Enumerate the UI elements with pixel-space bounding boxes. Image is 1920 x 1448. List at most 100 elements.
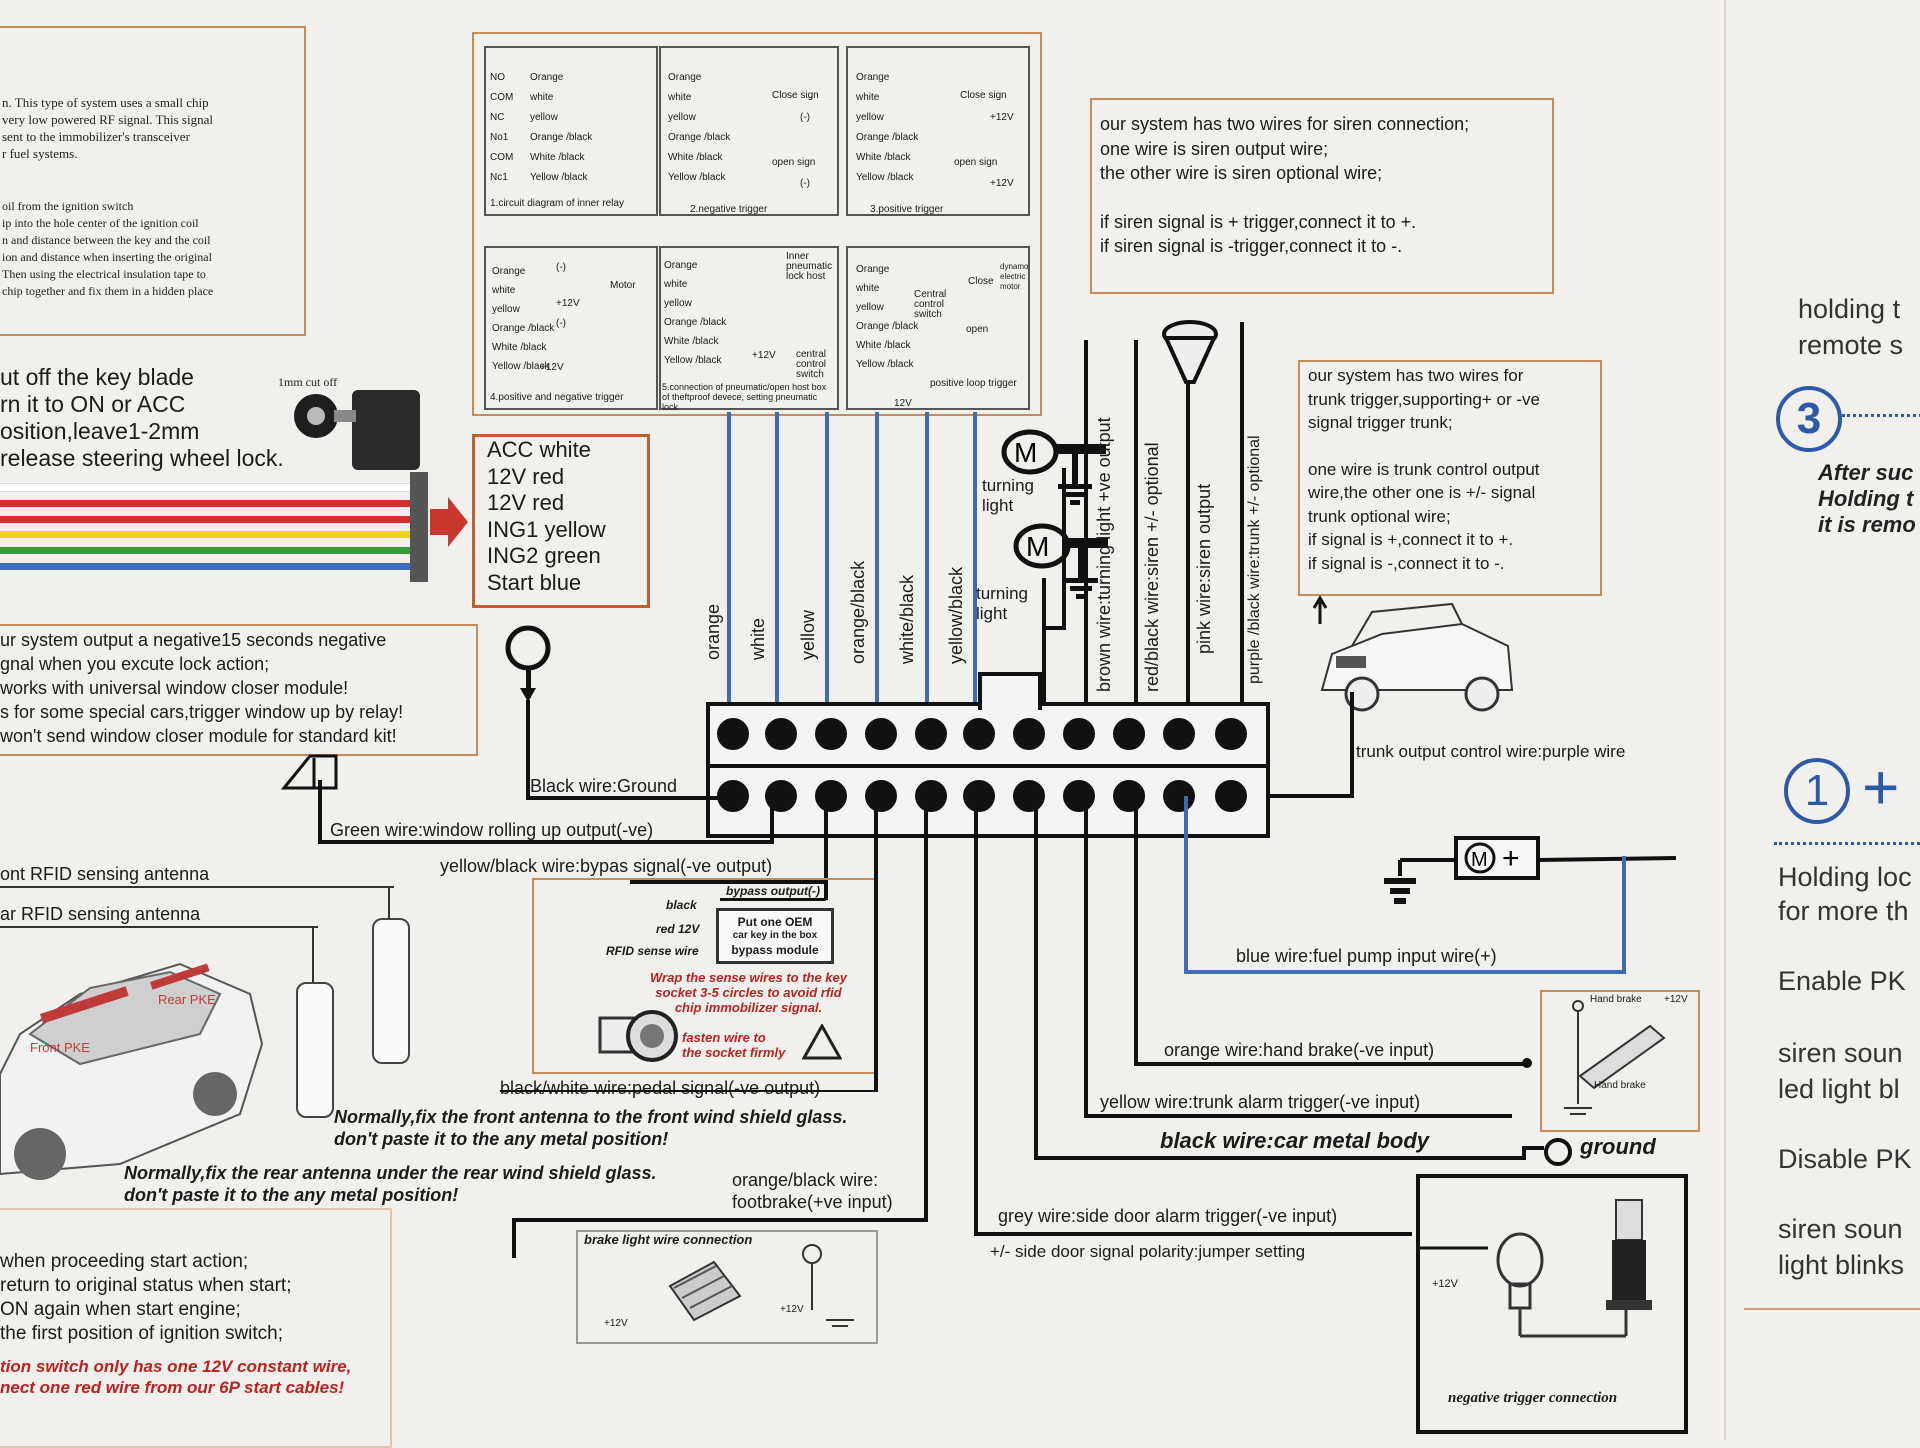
label-yellow-black: yellow/black <box>946 566 966 664</box>
ignition-wire: ING1 yellow <box>487 516 606 542</box>
relay-note: Central control switch <box>914 289 947 320</box>
wire-strip-red-1 <box>0 500 425 507</box>
relay-note: (-) <box>800 112 810 123</box>
module-line: car key in the box <box>732 930 818 941</box>
relay-row: White /black <box>664 336 719 347</box>
bypass-header: bypass output(-) <box>720 884 826 901</box>
connector-plug <box>410 472 428 582</box>
relay-note: +12V <box>990 112 1014 123</box>
wire-green-window <box>318 840 770 844</box>
trunk-info-box <box>1298 360 1602 596</box>
label-white-black: white/black <box>897 574 917 664</box>
terminal-screw <box>1063 780 1095 812</box>
window-closer-box <box>0 624 478 756</box>
car-front-pke: Front PKE <box>30 1040 90 1055</box>
wire-turning-light-2 <box>1062 468 1066 628</box>
terminal-screw <box>1163 780 1195 812</box>
relay-cell-3 <box>846 46 1030 216</box>
trunk-line: wire,the other one is +/- signal <box>1308 483 1536 502</box>
relay-cell-3-rows: Orange white yellow Orange /black White … <box>856 68 918 188</box>
brake-light-title: brake light wire connection <box>584 1232 753 1247</box>
wire-front-antenna <box>0 886 394 888</box>
brake-12v-2: +12V <box>780 1304 804 1315</box>
right-holding-1: holding t <box>1798 294 1901 324</box>
bypass-red-label: red 12V <box>656 922 700 936</box>
step-3-badge: 3 <box>1776 386 1842 452</box>
wire-footbrake-h <box>512 1218 928 1222</box>
siren-info-text: our system has two wires for siren conne… <box>1100 112 1469 259</box>
start-line: the first position of ignition switch; <box>0 1323 284 1344</box>
right-red-rule <box>1744 1308 1920 1310</box>
wire-car-body-h <box>1034 1156 1522 1160</box>
label-trunk-alarm: yellow wire:trunk alarm trigger(-ve inpu… <box>1100 1092 1421 1112</box>
light-word: light <box>976 604 1008 623</box>
wire-side-door-v <box>974 796 978 1236</box>
wire-handbrake-v <box>1134 796 1138 1066</box>
label-side-door: grey wire:side door alarm trigger(-ve in… <box>998 1206 1338 1226</box>
immobilizer-line: n and distance between the key and the c… <box>2 233 211 247</box>
label-pedal: black/white wire:pedal signal(-ve output… <box>500 1078 821 1098</box>
label-brown: brown wire:turning light +ve output <box>1094 417 1114 692</box>
wire-strip-blue <box>0 563 425 570</box>
label-door-polarity: +/- side door signal polarity:jumper set… <box>990 1242 1306 1261</box>
turning-light-label-2: turning light <box>976 584 1028 624</box>
wire-ground-h <box>1520 1156 1522 1160</box>
trunk-line: signal trigger trunk; <box>1308 413 1453 432</box>
wire-green-window-v <box>318 780 322 842</box>
fasten-line: fasten wire to <box>682 1030 766 1045</box>
relay-note: +12V <box>556 298 580 309</box>
siren-line: our system has two wires for siren conne… <box>1100 114 1470 134</box>
immobilizer-line: ip into the hole center of the ignition … <box>2 216 199 230</box>
bypass-wrap-note: Wrap the sense wires to the key socket 3… <box>650 970 847 1015</box>
trunk-line <box>1308 435 1540 458</box>
relay-row: yellow <box>492 304 520 315</box>
turning-word: turning <box>976 584 1028 603</box>
right-line: Holding loc <box>1778 862 1912 892</box>
relay-row: white <box>492 285 516 296</box>
relay-cell-1-title: 1.circuit diagram of inner relay <box>490 198 624 209</box>
negative-trigger-title: negative trigger connection <box>1448 1390 1618 1406</box>
relay-row: Orange /black <box>856 321 919 332</box>
wire-yellow-black-bypass-v <box>824 796 828 900</box>
relay-cell-4-title: 4.positive and negative trigger <box>490 392 624 403</box>
relay-cell-6 <box>846 246 1030 410</box>
brake-bulb-icon <box>802 1244 854 1327</box>
ignition-wire: 12V red <box>487 463 565 489</box>
relay-row: Orange /black <box>492 323 555 334</box>
light-word: light <box>982 496 1014 515</box>
relay-row: Orange <box>668 72 702 83</box>
siren-line: if siren signal is + trigger,connect it … <box>1100 211 1417 232</box>
label-white: white <box>748 617 768 660</box>
label-orange: orange <box>703 603 723 660</box>
immobilizer-line: Then using the electrical insulation tap… <box>2 267 206 281</box>
after-line: Holding t <box>1818 486 1914 511</box>
key-line: release steering wheel lock. <box>0 445 284 471</box>
wire-strip-white <box>0 483 425 492</box>
turning-word: turning <box>982 476 1034 495</box>
relay-note: 12V <box>894 398 912 409</box>
wire-pedal-v <box>874 796 878 1092</box>
siren-line: the other wire is siren optional wire; <box>1100 163 1383 183</box>
relay-note: (-) <box>556 262 566 273</box>
wire-orange-black <box>875 412 879 730</box>
label-trunk-output: trunk output control wire:purple wire <box>1356 742 1626 761</box>
bypass-rfid-label: RFID sense wire <box>606 944 699 958</box>
trunk-line: if signal is +,connect it to +. <box>1308 530 1514 549</box>
terminal-screw <box>963 718 995 750</box>
label-car-body: black wire:car metal body <box>1160 1128 1429 1153</box>
note-line: Normally,fix the rear antenna under the … <box>124 1163 657 1183</box>
wire-purple-black <box>1240 322 1244 730</box>
wire-car-body-v <box>1034 796 1038 1160</box>
wire-blue-fuel-h <box>1184 970 1626 974</box>
relay-note: +12V <box>752 350 776 361</box>
ignition-wire: ING2 green <box>487 543 601 568</box>
step-1-dots <box>1774 842 1920 845</box>
relay-row: White /black <box>668 152 723 163</box>
turning-light-icon: M <box>1001 429 1106 505</box>
car-trunk-icon <box>1312 595 1514 712</box>
immobilizer-info-box <box>0 26 306 336</box>
terminal-screw <box>1163 718 1195 750</box>
immobilizer-line: r fuel systems. <box>2 146 78 161</box>
